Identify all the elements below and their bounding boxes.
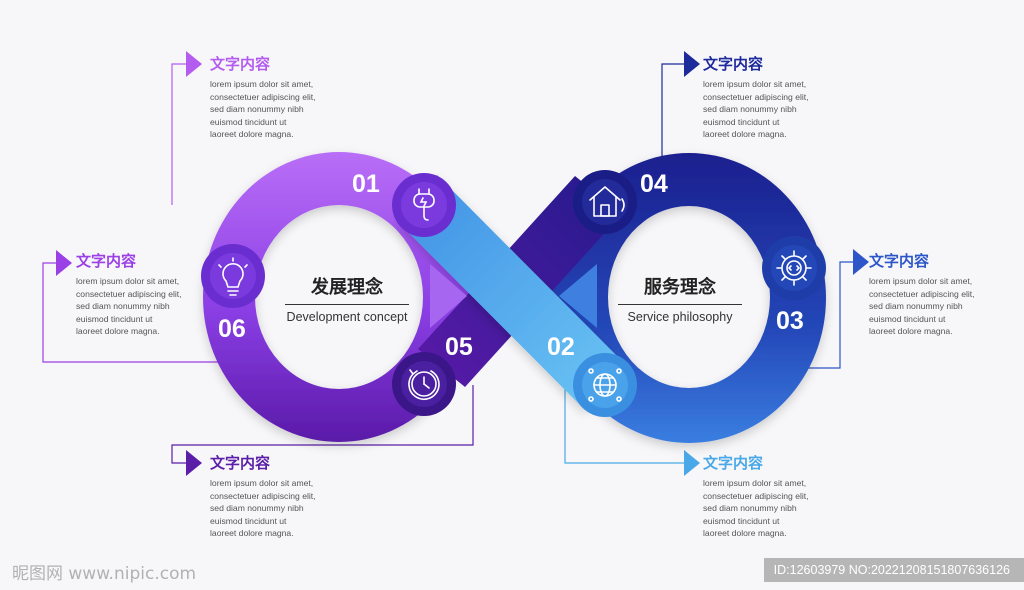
connector-line-04: [661, 63, 684, 158]
plug-icon: [413, 188, 435, 221]
connector-line-01: [171, 63, 186, 205]
text-block-title: 文字内容: [869, 252, 930, 270]
step-number-06: 06: [218, 315, 246, 343]
text-block-title: 文字内容: [703, 55, 764, 73]
lightbulb-icon: [218, 257, 248, 296]
center-divider-left: [285, 304, 409, 305]
center-divider-right: [618, 304, 742, 305]
globe-network-icon: [588, 368, 622, 402]
text-block-03: 文字内容 lorem ipsum dolor sit amet, consect…: [869, 251, 1019, 338]
step-number-03: 03: [776, 307, 804, 335]
text-block-06: 文字内容 lorem ipsum dolor sit amet, consect…: [76, 251, 226, 338]
watermark-logo: 昵图网 www.nipic.com: [12, 564, 197, 584]
text-block-title: 文字内容: [76, 252, 137, 270]
center-subtitle-right: Service philosophy: [627, 310, 733, 324]
step-number-04: 04: [640, 170, 668, 198]
text-block-body: lorem ipsum dolor sit amet, consectetuer…: [703, 79, 809, 139]
center-subtitle-left: Development concept: [286, 310, 408, 324]
center-label-left: 发展理念 Development concept: [277, 276, 417, 325]
connector-arrow-03: [853, 249, 869, 275]
gear-code-icon: [776, 250, 812, 286]
text-block-01: 文字内容 lorem ipsum dolor sit amet, consect…: [210, 54, 360, 141]
connector-line-02: [564, 385, 684, 464]
connector-line-05: [171, 385, 474, 464]
center-label-right: 服务理念 Service philosophy: [610, 276, 750, 325]
connector-line-06: [42, 262, 220, 363]
clock-dial-icon: [408, 369, 440, 401]
text-block-title: 文字内容: [703, 454, 764, 472]
text-block-body: lorem ipsum dolor sit amet, consectetuer…: [869, 276, 975, 336]
text-block-body: lorem ipsum dolor sit amet, consectetuer…: [210, 478, 316, 538]
step-number-05: 05: [445, 333, 473, 361]
text-block-title: 文字内容: [210, 454, 271, 472]
text-block-title: 文字内容: [210, 55, 271, 73]
center-title-right: 服务理念: [644, 277, 716, 298]
text-block-body: lorem ipsum dolor sit amet, consectetuer…: [210, 79, 316, 139]
connector-arrow-06: [56, 250, 72, 276]
text-block-05: 文字内容 lorem ipsum dolor sit amet, consect…: [210, 453, 360, 540]
connector-arrow-01: [186, 51, 202, 77]
text-block-body: lorem ipsum dolor sit amet, consectetuer…: [76, 276, 182, 336]
inner-arrow-right: [559, 264, 597, 328]
house-icon: [589, 186, 625, 217]
watermark-id: ID:12603979 NO:20221208151807636126: [763, 558, 1024, 582]
connector-arrow-05: [186, 450, 202, 476]
text-block-04: 文字内容 lorem ipsum dolor sit amet, consect…: [703, 54, 853, 141]
crossing-band-light: [398, 175, 624, 410]
text-block-02: 文字内容 lorem ipsum dolor sit amet, consect…: [703, 453, 853, 540]
step-number-01: 01: [352, 170, 380, 198]
connector-arrow-04: [684, 51, 700, 77]
center-title-left: 发展理念: [311, 277, 383, 298]
text-block-body: lorem ipsum dolor sit amet, consectetuer…: [703, 478, 809, 538]
connector-line-03: [805, 261, 853, 369]
connector-arrow-02: [684, 450, 700, 476]
step-number-02: 02: [547, 333, 575, 361]
inner-arrow-left: [430, 264, 467, 328]
